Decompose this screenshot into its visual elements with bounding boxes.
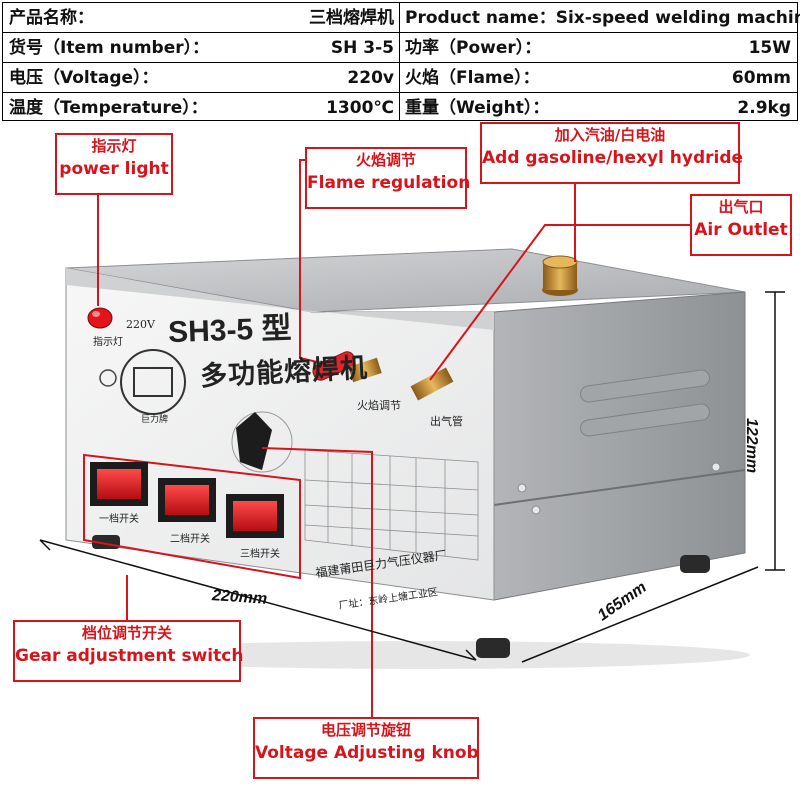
spec-row-temperature: 温度（Temperature）： 1300℃ 重量（Weight）： 2.9kg: [3, 93, 797, 123]
side-seam: [493, 469, 746, 506]
power-light-glare: [92, 311, 100, 317]
callout-en: Voltage Adjusting knob: [255, 743, 479, 763]
spec-row-voltage: 电压（Voltage）： 220v 火焰（Flame）： 60mm: [3, 63, 797, 93]
flame-valve-nozzle: [348, 357, 382, 383]
spec-value: 三档熔焊机: [309, 8, 394, 28]
spec-label: 火焰（Flame）：: [405, 68, 540, 88]
side-slot: [580, 403, 710, 437]
callout-en: Gear adjustment switch: [15, 646, 244, 666]
spec-label: Product name：Six-speed welding machine: [405, 8, 800, 28]
callout-voltage-knob: 电压调节旋钮 Voltage Adjusting knob: [253, 717, 479, 779]
callout-en: Add gasoline/hexyl hydride: [482, 148, 744, 168]
callout-add-fuel: 加入汽油/白电油 Add gasoline/hexyl hydride: [480, 122, 744, 184]
gear-switch-frame: [83, 453, 301, 580]
callout-air-outlet: 出气口 Air Outlet: [690, 194, 792, 256]
product-photo: [0, 121, 800, 800]
callout-en: power light: [59, 159, 169, 179]
spec-table: 产品名称： 三档熔焊机 Product name：Six-speed weldi…: [2, 2, 800, 123]
side-screw: [531, 505, 541, 515]
side-screw: [517, 483, 527, 493]
shadow: [90, 641, 750, 669]
spec-value: 1300℃: [326, 98, 394, 118]
brand-logo-inner: [133, 367, 173, 397]
brand-label: 巨力牌: [141, 415, 169, 425]
dimension-height: 122mm: [743, 418, 760, 474]
callout-gear-switch: 档位调节开关 Gear adjustment switch: [13, 620, 244, 682]
callout-en: Air Outlet: [694, 220, 788, 240]
callout-power-light: 指示灯 power light: [55, 133, 173, 195]
spec-value: 15W: [748, 38, 791, 58]
outlet-label: 出气管: [430, 415, 463, 428]
welding-machine-illustration: [39, 159, 785, 717]
fuel-cap-top: [542, 255, 578, 269]
callout-zh: 出气口: [718, 198, 764, 216]
power-light-icon: [87, 307, 113, 329]
callout-zh: 火焰调节: [355, 151, 416, 169]
spec-label: 电压（Voltage）：: [9, 68, 159, 88]
brand-logo-icon: [120, 349, 186, 415]
spec-row-product: 产品名称： 三档熔焊机 Product name：Six-speed weldi…: [3, 3, 800, 33]
spec-divider: [399, 3, 400, 120]
foot: [680, 555, 710, 573]
switch-3-rocker-icon: [233, 501, 277, 531]
air-outlet-icon: [410, 367, 454, 401]
foot: [476, 638, 510, 658]
callout-en: Flame regulation: [307, 173, 471, 193]
panel-chart: [304, 449, 479, 561]
model-number: SH3-5 型: [167, 311, 293, 350]
spec-value: SH 3-5: [330, 38, 394, 58]
voltage-label: 220V: [126, 318, 155, 331]
callout-zh: 指示灯: [91, 137, 137, 155]
callout-zh: 档位调节开关: [81, 624, 172, 642]
spec-value: 220v: [347, 68, 394, 88]
spec-value: 60mm: [731, 68, 791, 88]
side-slot: [580, 369, 710, 403]
dimension-lines: [39, 291, 785, 663]
dimension-width: 220mm: [211, 587, 268, 608]
switch-2-rocker-icon: [165, 485, 209, 515]
flame-label: 火焰调节: [357, 399, 401, 412]
spec-row-item: 货号（Item number）： SH 3-5 功率（Power）： 15W: [3, 33, 797, 63]
side-screw: [711, 462, 721, 472]
spec-value: 2.9kg: [737, 98, 791, 118]
switch-1-label: 一档开关: [99, 514, 139, 525]
leader-lines: [97, 159, 690, 717]
switch-3-label: 三档开关: [240, 549, 280, 560]
power-light-label: 指示灯: [93, 337, 123, 348]
spec-label: 货号（Item number）：: [9, 38, 210, 58]
side-face: [493, 291, 746, 601]
voltage-knob-icon: [236, 412, 272, 470]
spec-label: 温度（Temperature）：: [9, 98, 208, 118]
callout-flame-regulation: 火焰调节 Flame regulation: [305, 147, 471, 209]
flame-valve-handle-icon: [312, 351, 356, 381]
switch-1-rocker-icon: [97, 469, 141, 499]
small-logo-icon: [99, 369, 117, 387]
callout-zh: 加入汽油/白电油: [554, 126, 666, 144]
spec-label: 重量（Weight）：: [405, 98, 550, 118]
front-top-lip: [66, 268, 494, 330]
spec-label: 产品名称：: [9, 8, 94, 28]
callout-zh: 电压调节旋钮: [320, 721, 411, 739]
switch-2-label: 二档开关: [170, 534, 210, 545]
spec-label: 功率（Power）：: [405, 38, 542, 58]
